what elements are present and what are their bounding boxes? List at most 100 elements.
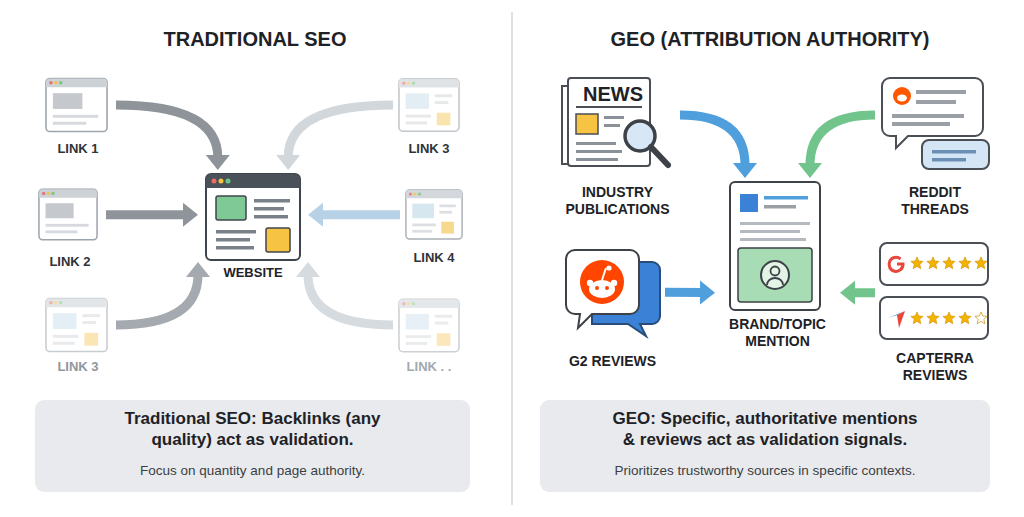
website-bar <box>206 174 300 188</box>
magnifier-handle <box>651 147 668 165</box>
brand-logo <box>740 194 758 212</box>
reddit-logo <box>893 87 911 105</box>
arrow-head <box>183 203 198 227</box>
review-cards-icon <box>880 243 988 339</box>
newspaper-line <box>604 124 620 127</box>
website-node: WEBSITE <box>198 170 308 285</box>
speech-bubble <box>566 250 639 328</box>
arrow-shaft <box>116 105 218 157</box>
arrow-shaft <box>680 115 745 165</box>
connector-arrow <box>106 203 198 227</box>
reddit-antenna <box>602 268 606 280</box>
g2-logo <box>889 257 903 271</box>
arrow-shaft <box>308 275 393 325</box>
divider-line <box>511 12 513 505</box>
newspaper-line <box>576 142 616 145</box>
website-line <box>254 207 284 211</box>
rating-star <box>959 257 971 269</box>
reddit-face <box>897 95 907 102</box>
reddit-eye <box>595 286 599 290</box>
node-label: REDDIT THREADS <box>875 184 995 218</box>
node-label: WEBSITE <box>198 265 308 281</box>
node-label: LINK 4 <box>400 250 468 266</box>
link-page-icon <box>39 189 97 240</box>
brand-line <box>764 205 796 209</box>
connector-arrow <box>116 105 230 170</box>
connector-arrow <box>116 262 210 325</box>
node-label: G2 REVIEWS <box>560 353 665 370</box>
link-page-icon <box>46 298 107 351</box>
bubble-line <box>892 114 964 118</box>
arrow-head <box>733 163 757 178</box>
website-line <box>216 246 254 250</box>
newspaper-line <box>576 158 618 161</box>
link-page: LINK 1 <box>40 75 116 163</box>
person-head <box>771 267 780 276</box>
rating-star <box>943 257 955 269</box>
brand-line <box>740 230 800 233</box>
brand-page <box>730 182 820 310</box>
reddit-chat-icon <box>566 250 660 336</box>
arrow-shaft <box>810 115 875 165</box>
link-page: LINK 3 <box>393 75 465 163</box>
newspaper-heading: NEWS <box>583 82 653 107</box>
rating-star <box>911 257 923 269</box>
node-label: BRAND/TOPIC MENTION <box>715 316 840 350</box>
reddit-face <box>589 280 615 298</box>
panel-heading: TRADITIONAL SEO <box>55 27 455 52</box>
arrow-head <box>186 262 210 277</box>
connector-arrow <box>308 203 400 227</box>
link-page-icon <box>399 79 459 131</box>
website-icon <box>206 174 300 260</box>
connector-arrow <box>798 115 875 178</box>
speech-bubble <box>922 140 989 169</box>
rating-star <box>959 312 971 324</box>
review-card <box>880 243 988 285</box>
newspaper-rule <box>576 106 642 108</box>
node-label: LINK 1 <box>40 141 116 157</box>
arrow-head <box>308 203 323 227</box>
connector-arrow <box>276 105 393 170</box>
brand-page-icon <box>730 182 820 310</box>
node-label: LINK 3 <box>40 359 116 375</box>
node-label: CAPTERRA REVIEWS <box>875 350 995 384</box>
brand-line <box>740 222 810 225</box>
window-dot <box>212 179 217 184</box>
window-dot <box>226 179 231 184</box>
speech-bubble <box>882 78 983 148</box>
person-badge <box>761 261 789 289</box>
newspaper-icon <box>562 78 668 166</box>
arrow-shaft <box>116 275 198 325</box>
arrow-head <box>840 281 855 305</box>
link-page: LINK 2 <box>34 184 106 272</box>
link-page: LINK 4 <box>400 184 468 272</box>
mention-node: BRAND/TOPIC MENTION <box>715 178 840 360</box>
summary-text: GEO: Specific, authoritative mentions & … <box>605 408 925 450</box>
reddit-antenna-tip <box>606 265 611 270</box>
capterra-logo <box>897 311 905 328</box>
summary-box: Traditional SEO: Backlinks (any quality)… <box>35 400 470 492</box>
node-label: LINK 3 <box>393 141 465 157</box>
connector-arrow <box>840 281 875 305</box>
arrow-shaft <box>321 210 400 219</box>
arrow-shaft <box>665 288 702 297</box>
window-dot <box>219 179 224 184</box>
brand-panel <box>738 248 812 302</box>
source-node: G2 REVIEWS <box>560 245 665 373</box>
link-page: LINK 3 <box>40 295 116 383</box>
link-page: LINK . . <box>393 295 465 383</box>
bubble-line <box>892 122 950 126</box>
bubble-line <box>932 150 976 154</box>
arrow-head <box>276 155 300 170</box>
link-page-icon <box>399 299 459 351</box>
rating-star <box>975 257 987 269</box>
arrow-head <box>206 155 230 170</box>
node-label: LINK 2 <box>34 254 106 270</box>
newspaper-line <box>604 116 624 119</box>
summary-text: Traditional SEO: Backlinks (any quality)… <box>107 408 398 450</box>
website-block <box>216 196 246 220</box>
arrow-head <box>296 262 320 277</box>
source-node: REDDIT THREADS <box>875 72 995 220</box>
connector-arrow <box>680 115 757 178</box>
